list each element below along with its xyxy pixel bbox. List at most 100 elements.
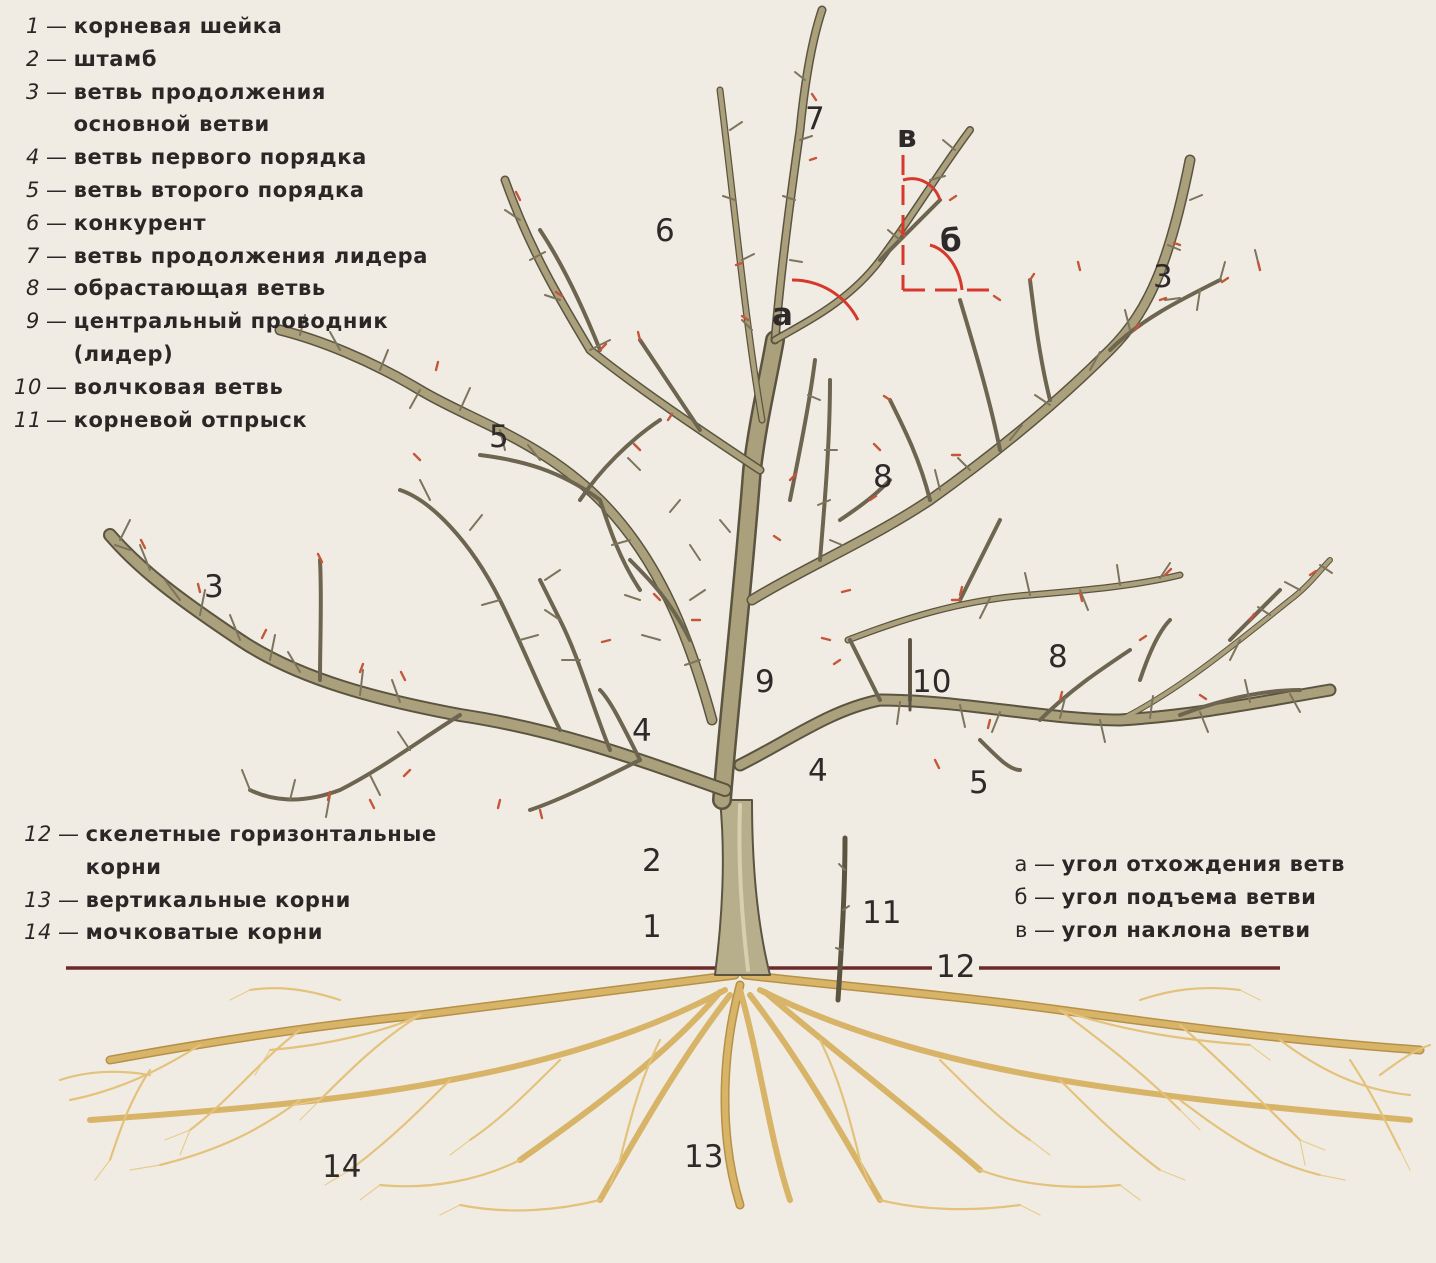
legend-tree-item-text: ветвь продолжения лидера: [74, 240, 428, 273]
legend-tree-item-row: 1—корневая шейка: [14, 10, 428, 43]
marker-4-right: 4: [808, 756, 828, 787]
marker-5-right: 5: [969, 768, 989, 799]
legend-tree-item-dash: —: [46, 305, 68, 338]
legend-tree-item-row: 3—ветвь продолжения: [14, 76, 428, 109]
legend-tree-item-number: 1: [14, 10, 40, 43]
legend-tree-item-text: центральный проводник: [74, 305, 389, 338]
legend-tree-item-row: —основной ветви: [14, 108, 428, 141]
legend-root-item-number: [14, 851, 52, 884]
legend-root-item-text: корни: [86, 851, 162, 884]
marker-12: 12: [932, 952, 979, 983]
legend-root-item-text: вертикальные корни: [86, 884, 351, 917]
legend-tree-item-dash: —: [46, 43, 68, 76]
legend-tree-item-number: [14, 338, 40, 371]
legend-root-parts: 12—скелетные горизонтальные—корни13—верт…: [14, 818, 437, 949]
legend-tree-item-text: ветвь второго порядка: [74, 174, 365, 207]
legend-tree-item-row: 6—конкурент: [14, 207, 428, 240]
marker-11: 11: [862, 898, 901, 929]
legend-tree-item-row: 10—волчковая ветвь: [14, 371, 428, 404]
legend-root-item-text: мочковатые корни: [86, 916, 323, 949]
legend-angle-item-text: угол отхождения ветв: [1062, 848, 1345, 881]
legend-angle-item-text: угол подъема ветви: [1062, 881, 1317, 914]
legend-tree-item-number: 3: [14, 76, 40, 109]
marker-7: 7: [805, 104, 825, 135]
root-system: [60, 975, 1430, 1215]
legend-root-item-dash: —: [58, 884, 80, 917]
legend-angle-item-row: в—угол наклона ветви: [1010, 914, 1345, 947]
legend-tree-item-text: ветвь продолжения: [74, 76, 326, 109]
legend-tree-item-text: обрастающая ветвь: [74, 272, 326, 305]
legend-tree-item-number: 7: [14, 240, 40, 273]
legend-tree-item-row: 5—ветвь второго порядка: [14, 174, 428, 207]
legend-tree-item-row: 2—штамб: [14, 43, 428, 76]
legend-tree-item-text: конкурент: [74, 207, 207, 240]
legend-tree-item-text: корневой отпрыск: [74, 404, 308, 437]
legend-tree-item-row: 11—корневой отпрыск: [14, 404, 428, 437]
legend-tree-item-row: 4—ветвь первого порядка: [14, 141, 428, 174]
legend-tree-item-number: [14, 108, 40, 141]
marker-4-left: 4: [632, 716, 652, 747]
marker-angle-b: б: [940, 226, 962, 257]
marker-2: 2: [642, 846, 662, 877]
legend-root-item-row: 12—скелетные горизонтальные: [14, 818, 437, 851]
marker-13: 13: [684, 1142, 723, 1173]
legend-root-item-number: 12: [14, 818, 52, 851]
marker-10: 10: [912, 667, 951, 698]
legend-angle-item-dash: —: [1034, 848, 1056, 881]
legend-angle-item-number: в: [1010, 914, 1028, 947]
legend-tree-item-dash: —: [46, 10, 68, 43]
legend-root-item-row: 13—вертикальные корни: [14, 884, 437, 917]
legend-root-item-text: скелетные горизонтальные: [86, 818, 437, 851]
marker-angle-a: а: [772, 300, 793, 331]
legend-tree-item-number: 10: [14, 371, 40, 404]
legend-tree-item-text: штамб: [74, 43, 157, 76]
legend-tree-item-number: 6: [14, 207, 40, 240]
marker-3-left: 3: [204, 572, 224, 603]
legend-tree-item-dash: —: [46, 404, 68, 437]
legend-tree-item-dash: —: [46, 371, 68, 404]
legend-tree-item-row: 8—обрастающая ветвь: [14, 272, 428, 305]
legend-angle-item-row: б—угол подъема ветви: [1010, 881, 1345, 914]
marker-5-left: 5: [489, 422, 509, 453]
legend-tree-item-text: ветвь первого порядка: [74, 141, 367, 174]
legend-angle-item-row: а—угол отхождения ветв: [1010, 848, 1345, 881]
marker-angle-v: в: [897, 122, 917, 153]
legend-tree-item-row: —(лидер): [14, 338, 428, 371]
legend-tree-item-number: 2: [14, 43, 40, 76]
legend-root-item-row: 14—мочковатые корни: [14, 916, 437, 949]
legend-angle-item-text: угол наклона ветви: [1062, 914, 1311, 947]
legend-tree-item-number: 11: [14, 404, 40, 437]
marker-9: 9: [755, 667, 775, 698]
legend-root-item-dash: —: [58, 916, 80, 949]
legend-tree-item-text: основной ветви: [74, 108, 270, 141]
marker-1: 1: [642, 912, 662, 943]
marker-8-center: 8: [873, 462, 893, 493]
legend-tree-item-number: 4: [14, 141, 40, 174]
legend-angle-item-dash: —: [1034, 914, 1056, 947]
legend-root-item-number: 13: [14, 884, 52, 917]
marker-14: 14: [322, 1152, 361, 1183]
legend-root-item-row: —корни: [14, 851, 437, 884]
legend-tree-item-dash: —: [46, 76, 68, 109]
legend-tree-item-dash: —: [46, 240, 68, 273]
legend-tree-item-number: 5: [14, 174, 40, 207]
legend-tree-item-row: 9—центральный проводник: [14, 305, 428, 338]
legend-angle-item-number: б: [1010, 881, 1028, 914]
legend-tree-item-text: волчковая ветвь: [74, 371, 284, 404]
legend-tree-item-dash: —: [46, 272, 68, 305]
legend-tree-item-dash: —: [46, 207, 68, 240]
legend-tree-item-number: 9: [14, 305, 40, 338]
legend-root-item-dash: —: [58, 818, 80, 851]
legend-tree-item-row: 7—ветвь продолжения лидера: [14, 240, 428, 273]
legend-tree-item-dash: —: [46, 141, 68, 174]
marker-6: 6: [655, 216, 675, 247]
marker-3-right: 3: [1153, 262, 1173, 293]
legend-tree-item-dash: —: [46, 174, 68, 207]
marker-8-right: 8: [1048, 642, 1068, 673]
legend-angle-item-number: а: [1010, 848, 1028, 881]
legend-angle-item-dash: —: [1034, 881, 1056, 914]
legend-root-item-number: 14: [14, 916, 52, 949]
legend-tree-item-number: 8: [14, 272, 40, 305]
